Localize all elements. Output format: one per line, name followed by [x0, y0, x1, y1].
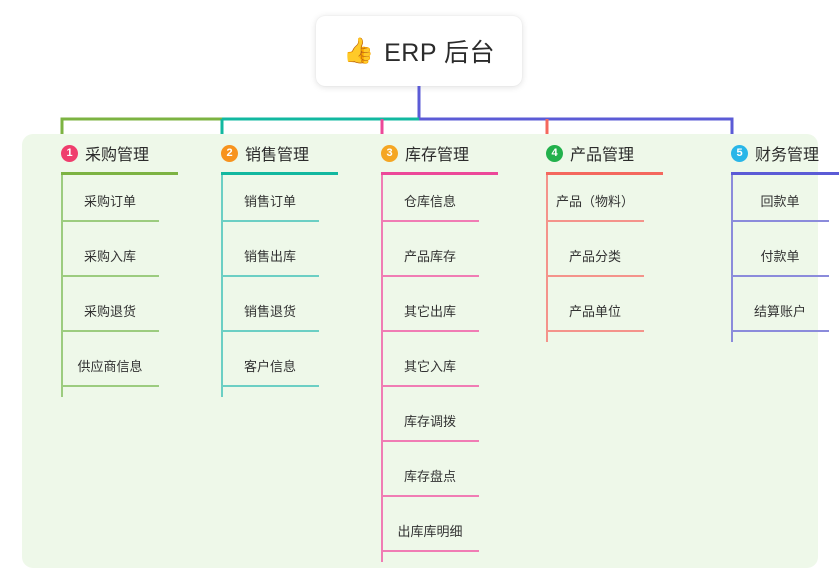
branch-item[interactable]: 产品单位: [546, 285, 644, 340]
branch-title-1: 采购管理: [85, 147, 150, 164]
branch-header-5[interactable]: 5 财务管理: [712, 134, 839, 172]
branch-item-rule: [546, 220, 644, 222]
branch-trunk-3: [381, 175, 383, 562]
branch-item-rule: [221, 220, 319, 222]
branch-title-4: 产品管理: [570, 147, 635, 164]
branch-header-rule-5: [731, 172, 839, 175]
branch-item-rule: [546, 275, 644, 277]
branch-column-3: 3 库存管理仓库信息产品库存其它出库其它入库库存调拨库存盘点出库库明细: [362, 134, 522, 562]
branch-column-4: 4 产品管理产品（物料） 产品分类产品单位: [527, 134, 687, 342]
branch-item-label: 供应商信息: [77, 359, 143, 374]
branch-item[interactable]: 供应商信息: [61, 340, 159, 395]
branch-item-rule: [221, 330, 319, 332]
branch-item[interactable]: 产品（物料）: [546, 175, 644, 230]
branch-item-label: 产品单位: [568, 304, 621, 319]
branch-item[interactable]: 采购退货: [61, 285, 159, 340]
branch-item-label: 产品分类: [568, 249, 621, 264]
branch-item-rule: [381, 495, 479, 497]
branch-item-label: 销售订单: [243, 194, 296, 209]
branch-item-label: 产品库存: [403, 249, 456, 264]
branch-item[interactable]: 库存调拨: [381, 395, 479, 450]
branch-item-rule: [381, 440, 479, 442]
branch-title-2: 销售管理: [245, 147, 310, 164]
branch-item-label: 销售出库: [243, 249, 296, 264]
branch-item-label: 其它入库: [403, 359, 456, 374]
branch-item[interactable]: 出库库明细: [381, 505, 479, 560]
branches-panel: 1 采购管理采购订单采购入库采购退货供应商信息 2 销售管理销售订单销售出库销售退货客…: [22, 134, 839, 568]
branch-item-label: 采购退货: [83, 304, 136, 319]
branch-header-1[interactable]: 1 采购管理: [42, 134, 202, 172]
branch-item[interactable]: 客户信息: [221, 340, 319, 395]
branch-item-rule: [61, 385, 159, 387]
branch-header-2[interactable]: 2 销售管理: [202, 134, 362, 172]
branch-item-rule: [381, 330, 479, 332]
branch-item[interactable]: 采购订单: [61, 175, 159, 230]
branch-column-1: 1 采购管理采购订单采购入库采购退货供应商信息: [42, 134, 202, 397]
branch-badge-2: 2: [221, 144, 238, 162]
branch-item-label: 其它出库: [403, 304, 456, 319]
branch-item-rule: [381, 550, 479, 552]
branch-item-rule: [221, 275, 319, 277]
branch-item-rule: [546, 330, 644, 332]
branch-item-rule: [381, 385, 479, 387]
branch-item-label: 结算账户: [753, 304, 806, 319]
branch-item-rule: [731, 220, 829, 222]
branch-item-label: 库存调拨: [403, 414, 456, 429]
branch-item-label: 库存盘点: [403, 469, 456, 484]
branch-item-rule: [221, 385, 319, 387]
branch-column-5: 5 财务管理回款单付款单结算账户: [712, 134, 839, 342]
root-node-card[interactable]: 👍 ERP 后台: [316, 16, 522, 86]
branch-item-label: 回款单: [760, 194, 800, 209]
branch-item-label: 产品（物料）: [555, 194, 634, 209]
branch-item-label: 付款单: [760, 249, 800, 264]
branch-header-rule-4: [546, 172, 663, 175]
branch-item[interactable]: 销售退货: [221, 285, 319, 340]
branch-header-4[interactable]: 4 产品管理: [527, 134, 687, 172]
branch-item[interactable]: 销售出库: [221, 230, 319, 285]
branch-item-label: 仓库信息: [403, 194, 456, 209]
branch-item-rule: [731, 275, 829, 277]
branch-item-rule: [61, 220, 159, 222]
branch-item[interactable]: 产品分类: [546, 230, 644, 285]
branch-item-label: 出库库明细: [397, 524, 463, 539]
branch-item[interactable]: 回款单: [731, 175, 829, 230]
branch-title-5: 财务管理: [755, 147, 820, 164]
branch-header-rule-3: [381, 172, 498, 175]
branch-item-label: 采购订单: [83, 194, 136, 209]
branch-header-3[interactable]: 3 库存管理: [362, 134, 522, 172]
branch-badge-4: 4: [546, 144, 563, 162]
branch-item[interactable]: 销售订单: [221, 175, 319, 230]
branch-item[interactable]: 付款单: [731, 230, 829, 285]
branch-title-3: 库存管理: [405, 147, 470, 164]
branch-item-label: 采购入库: [83, 249, 136, 264]
branch-trunk-1: [61, 175, 63, 397]
branch-item[interactable]: 其它出库: [381, 285, 479, 340]
branch-item-rule: [381, 220, 479, 222]
branch-header-rule-1: [61, 172, 178, 175]
branch-trunk-5: [731, 175, 733, 342]
branch-item[interactable]: 其它入库: [381, 340, 479, 395]
thumbs-up-icon: 👍: [342, 36, 375, 65]
branch-item[interactable]: 产品库存: [381, 230, 479, 285]
branch-column-2: 2 销售管理销售订单销售出库销售退货客户信息: [202, 134, 362, 397]
branch-item-rule: [381, 275, 479, 277]
branch-item-rule: [61, 275, 159, 277]
branch-item-rule: [731, 330, 829, 332]
branch-badge-1: 1: [61, 144, 78, 162]
branch-item-rule: [61, 330, 159, 332]
branch-item-label: 销售退货: [243, 304, 296, 319]
branch-trunk-2: [221, 175, 223, 397]
branch-header-rule-2: [221, 172, 338, 175]
branch-item-label: 客户信息: [243, 359, 296, 374]
branch-item[interactable]: 采购入库: [61, 230, 159, 285]
root-node-title: ERP 后台: [384, 39, 496, 67]
branch-item[interactable]: 仓库信息: [381, 175, 479, 230]
branch-badge-5: 5: [731, 144, 748, 162]
branch-badge-3: 3: [381, 144, 398, 162]
branch-item[interactable]: 库存盘点: [381, 450, 479, 505]
branch-item[interactable]: 结算账户: [731, 285, 829, 340]
branch-trunk-4: [546, 175, 548, 342]
